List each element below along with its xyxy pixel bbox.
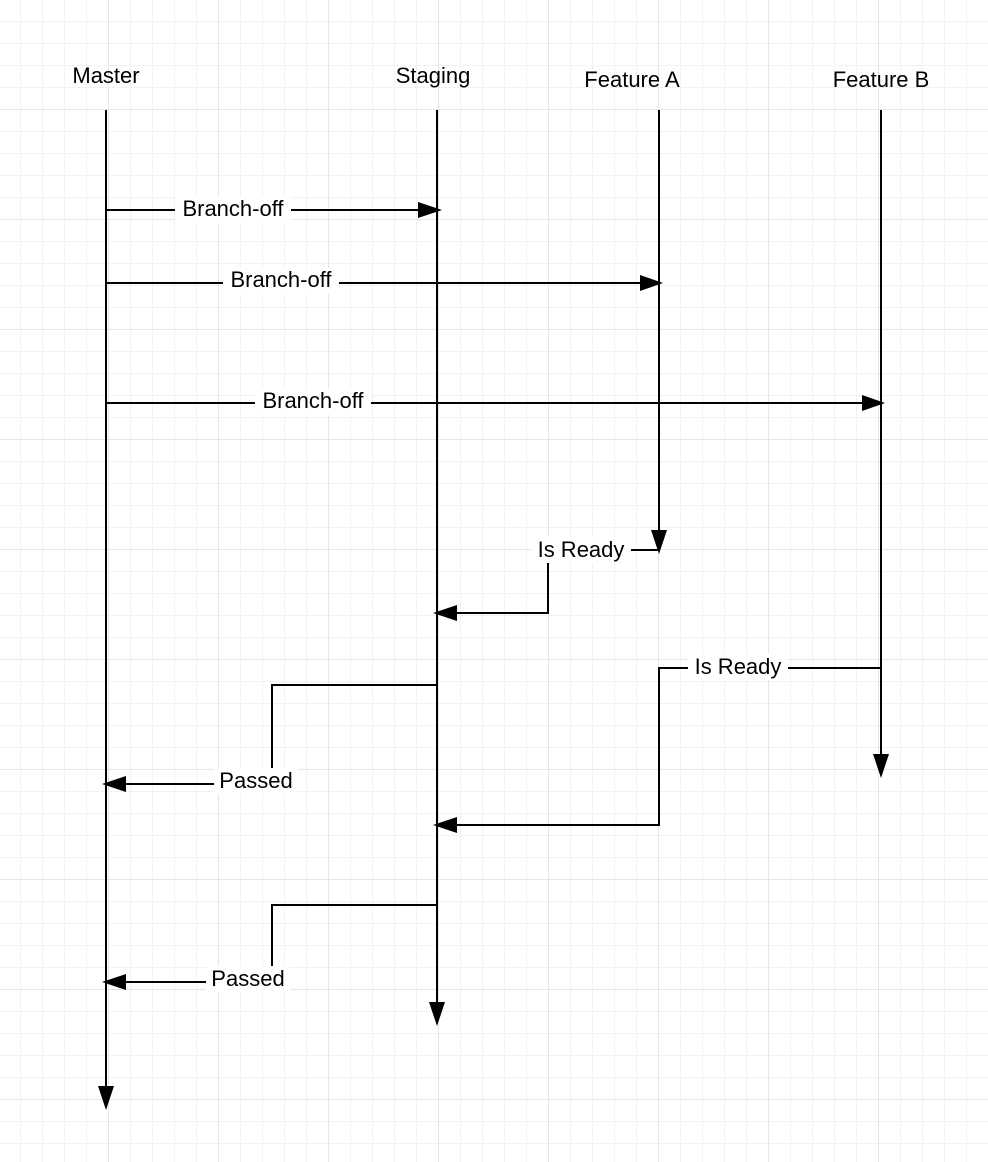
arrow-branch-off-feature-b <box>106 395 885 411</box>
label-branch-off-feature-b: Branch-off <box>262 388 364 413</box>
label-feature-a-is-ready: Is Ready <box>538 537 625 562</box>
lane-title-master: Master <box>72 63 139 88</box>
label-staging-passed-2: Passed <box>211 966 284 991</box>
lane-title-staging: Staging <box>396 63 471 88</box>
label-bg <box>223 268 339 294</box>
label-branch-off-feature-a: Branch-off <box>230 267 332 292</box>
label-bg <box>531 537 631 563</box>
label-staging-passed-1: Passed <box>219 768 292 793</box>
lifeline-feature-a <box>651 110 667 554</box>
lane-title-feature-b: Feature B <box>833 67 930 92</box>
label-bg <box>214 768 298 794</box>
lifeline-staging <box>429 110 445 1026</box>
label-bg <box>175 197 291 223</box>
lifeline-master <box>98 110 114 1110</box>
arrow-staging-passed-2 <box>102 904 437 990</box>
label-feature-b-is-ready: Is Ready <box>695 654 782 679</box>
lane-title-feature-a: Feature A <box>584 67 680 92</box>
label-bg <box>255 389 371 415</box>
label-branch-off-staging: Branch-off <box>182 196 284 221</box>
arrow-branch-off-feature-a <box>106 275 663 291</box>
arrow-staging-passed-1 <box>102 684 437 792</box>
label-bg <box>206 966 290 992</box>
arrow-feature-b-is-ready <box>433 667 881 833</box>
lifeline-feature-b <box>873 110 889 778</box>
label-bg <box>688 654 788 680</box>
